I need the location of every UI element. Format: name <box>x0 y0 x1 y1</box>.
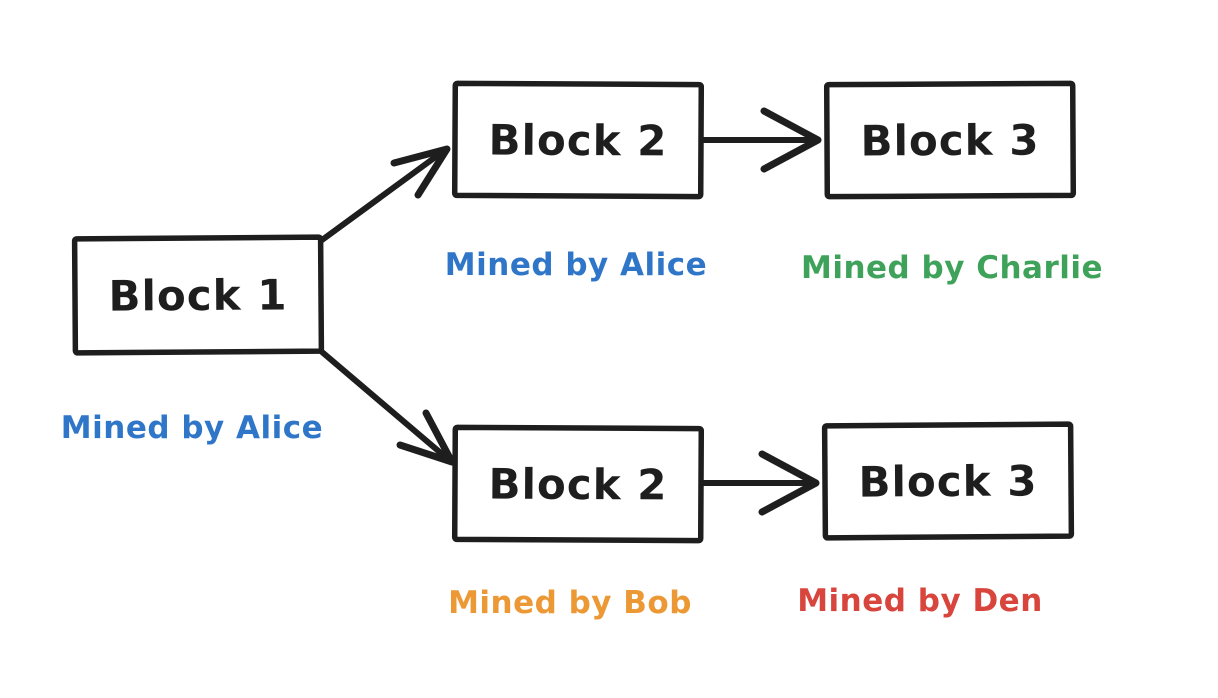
node-block-2-top: Block 2 <box>451 80 705 200</box>
block-2-bottom-box <box>451 424 705 544</box>
edge-arrow-block1-to-block2-bottom <box>319 349 456 466</box>
block-2-top-box <box>451 80 705 200</box>
block-3-bottom-label: Block 3 <box>858 456 1037 506</box>
edge-arrow-block1-to-block2-top <box>319 145 451 243</box>
block-1-miner-label: Mined by Alice <box>61 410 323 446</box>
block-1-box <box>71 234 325 356</box>
block-2-top-miner-label: Mined by Alice <box>445 247 707 283</box>
node-block-2-bottom: Block 2 <box>451 424 705 544</box>
arrowhead-icon <box>760 107 822 173</box>
arrowhead-icon <box>758 450 820 516</box>
node-block-1: Block 1 <box>71 234 325 356</box>
node-block-3-top: Block 3 <box>823 80 1077 200</box>
arrowhead-icon <box>396 409 456 466</box>
block-3-top-label: Block 3 <box>860 116 1039 166</box>
block-3-top-box <box>823 80 1077 200</box>
block-1-label: Block 1 <box>108 270 287 320</box>
arrowhead-icon <box>390 145 451 199</box>
block-3-bottom-box <box>821 421 1075 541</box>
node-block-3-bottom: Block 3 <box>821 421 1075 541</box>
edge-line <box>319 349 452 463</box>
block-2-bottom-miner-label: Mined by Bob <box>448 585 692 621</box>
edge-arrow-block2-top-to-block3-top <box>700 107 822 173</box>
block-3-top-miner-label: Mined by Charlie <box>801 250 1103 286</box>
edge-arrow-block2-bottom-to-block3-bottom <box>700 450 820 516</box>
edge-line <box>319 147 448 243</box>
block-2-bottom-label: Block 2 <box>488 460 667 510</box>
block-3-bottom-miner-label: Mined by Den <box>797 583 1043 619</box>
block-2-top-label: Block 2 <box>488 116 667 166</box>
